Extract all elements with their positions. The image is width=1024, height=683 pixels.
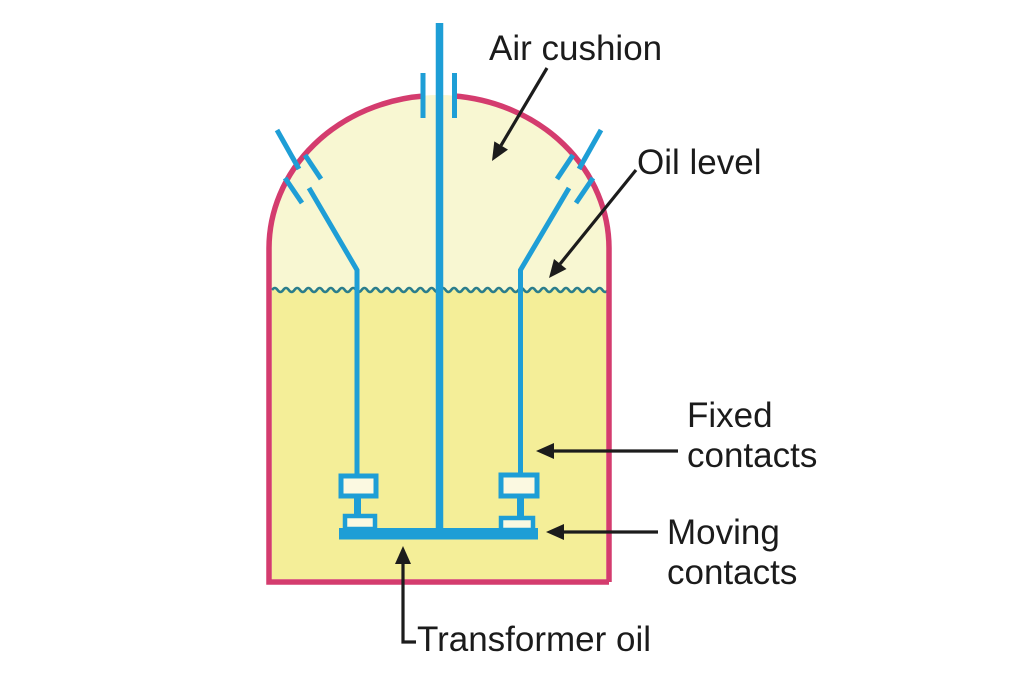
- left-bushing-dash-outer: [302, 153, 324, 181]
- air-cushion-label: Air cushion: [489, 29, 663, 68]
- moving-contacts-label-line2: contacts: [667, 553, 798, 592]
- tank-outline-left: [266, 93, 609, 585]
- right-conductor-lower: [518, 186, 572, 473]
- left-fixed-contact: [338, 473, 379, 499]
- right-bushing-dash-inner: [573, 176, 596, 205]
- transformer-oil-arrowhead: [395, 546, 411, 564]
- left-moving-contact: [342, 513, 378, 532]
- left-conductor-lower: [306, 186, 360, 474]
- right-bushing-dash-outer: [554, 153, 576, 181]
- right-fixed-contact: [498, 472, 540, 499]
- tank-outline-right: [452, 93, 612, 582]
- fixed-contacts-label-line2: contacts: [687, 436, 818, 475]
- moving-contacts-label-line1: Moving: [667, 513, 780, 552]
- left-conductor-upper: [274, 128, 302, 171]
- right-conductor-upper: [576, 128, 604, 171]
- air-cushion-arrowhead: [492, 141, 508, 161]
- fixed-contacts-arrowhead: [536, 443, 554, 459]
- fixed-contacts-label: Fixed contacts: [687, 396, 817, 476]
- oil-level-arrowhead: [549, 259, 567, 278]
- transformer-oil-arrow: [401, 564, 416, 644]
- moving-contact-bar: [339, 528, 538, 540]
- oil-level-arrow: [558, 168, 638, 266]
- transformer-oil-label: Transformer oil: [417, 620, 652, 659]
- right-contact-stub: [517, 496, 524, 520]
- moving-contacts-label: Moving contacts: [667, 513, 797, 593]
- moving-contacts-arrowhead: [546, 524, 564, 540]
- air-cushion-arrow: [499, 67, 549, 147]
- left-contact-stub: [354, 496, 361, 518]
- left-bushing-dash-inner: [282, 176, 305, 205]
- oil-level-label: Oil level: [637, 143, 762, 182]
- fixed-contacts-label-line1: Fixed: [687, 396, 773, 435]
